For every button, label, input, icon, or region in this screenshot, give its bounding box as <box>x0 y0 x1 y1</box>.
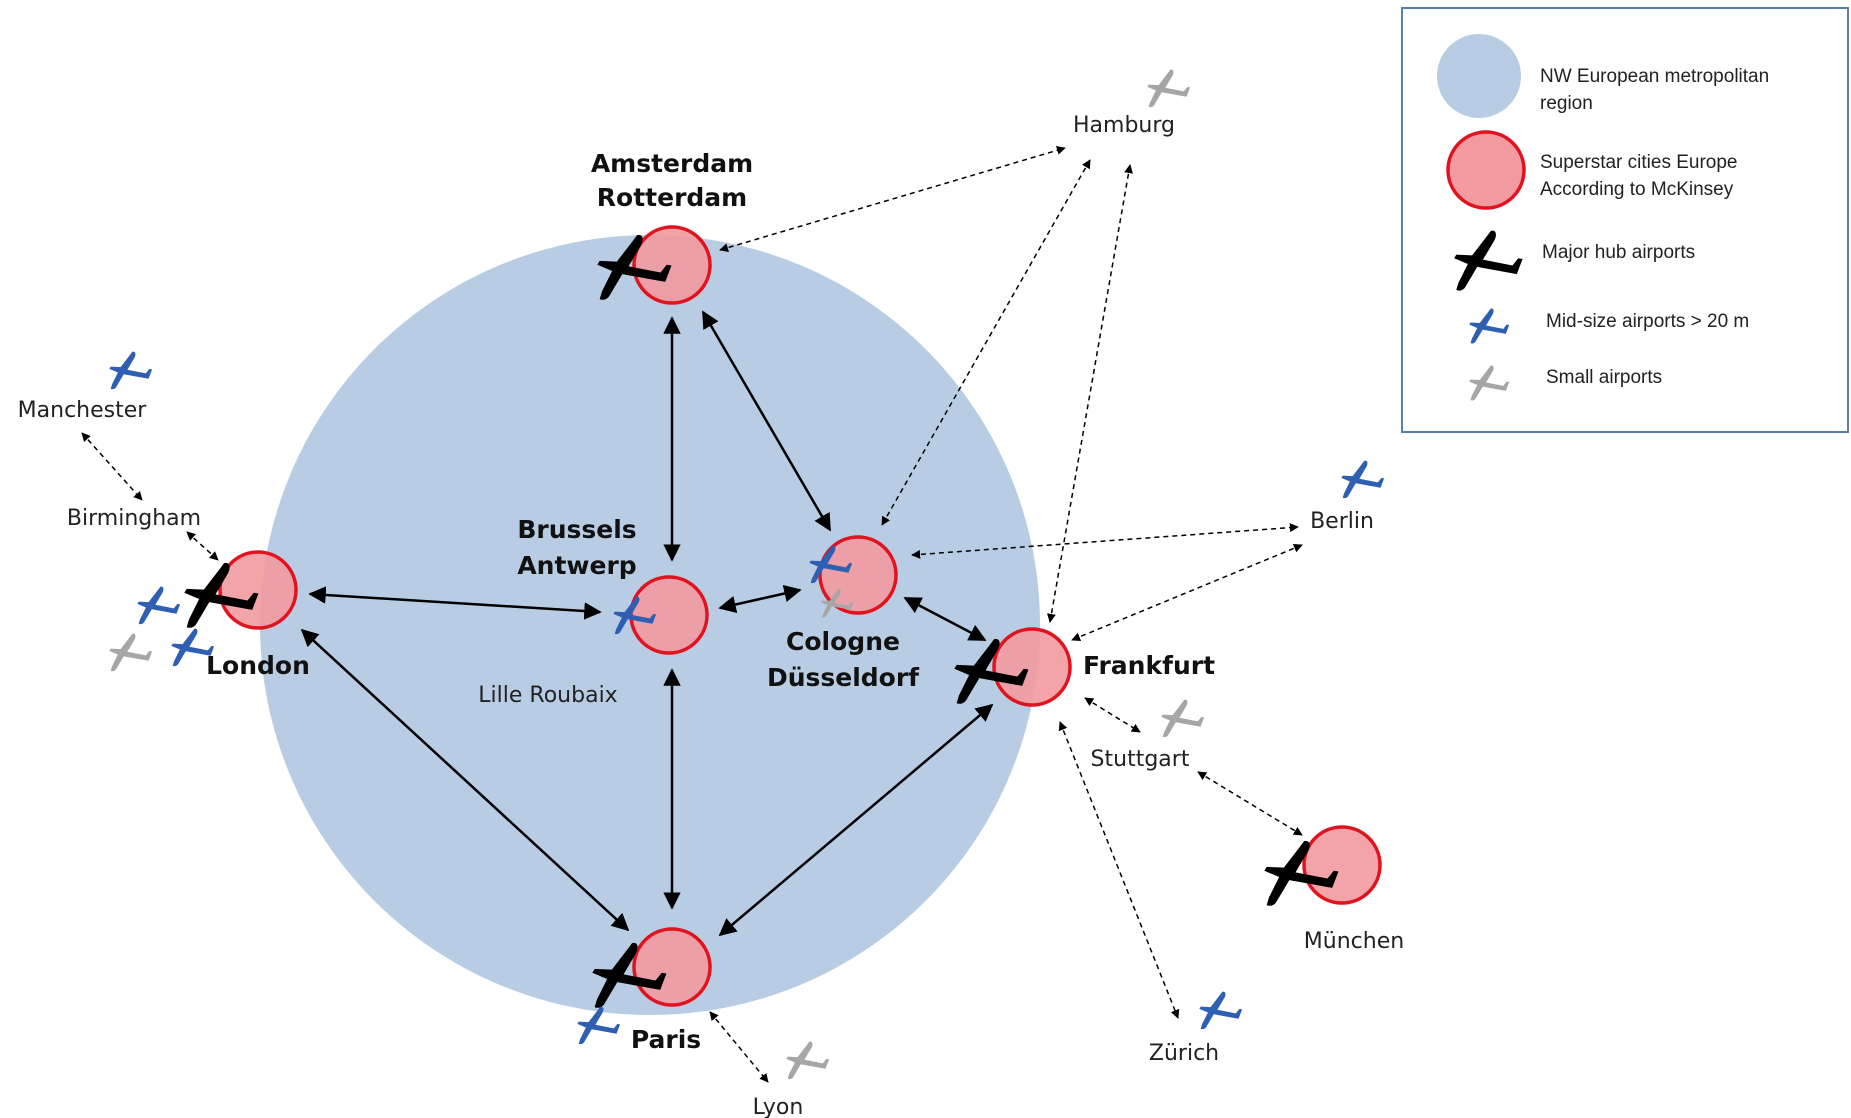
secondary-connections <box>81 145 1303 1083</box>
legend-hub: Major hub airports <box>1542 242 1695 263</box>
legend-region-line2: region <box>1540 93 1593 114</box>
label-amsterdam: Amsterdam <box>591 149 753 178</box>
connection-amsterdam-hamburg <box>719 145 1066 253</box>
legend-region-line1: NW European metropolitan <box>1540 66 1769 87</box>
connection-berlin-frankfurt <box>1071 543 1303 642</box>
label-london: London <box>206 651 310 680</box>
connection-manchester-birmingham <box>81 432 143 501</box>
label-stuttgart: Stuttgart <box>1091 747 1190 772</box>
label-rotterdam: Rotterdam <box>597 183 747 212</box>
label-lille-roubaix: Lille Roubaix <box>478 683 617 708</box>
label-lyon: Lyon <box>753 1095 804 1118</box>
airplane-icon <box>1199 991 1243 1030</box>
superstar-munchen <box>1302 825 1382 905</box>
connection-paris-lyon <box>709 1011 769 1083</box>
label-antwerp: Antwerp <box>517 551 636 580</box>
label-berlin: Berlin <box>1310 509 1374 534</box>
core-connections <box>300 310 994 937</box>
label-birmingham: Birmingham <box>67 506 201 531</box>
superstar-paris <box>632 927 712 1007</box>
airplane-icon <box>109 351 153 390</box>
connection-stuttgart-munchen <box>1197 771 1303 836</box>
connection-paris-frankfurt <box>718 703 994 937</box>
connection-cologne-berlin <box>911 523 1299 559</box>
legend-small: Small airports <box>1546 367 1662 388</box>
connection-hamburg-frankfurt <box>1046 164 1134 623</box>
legend: NW European metropolitan region Supersta… <box>1401 7 1849 433</box>
label-dusseldorf: Düsseldorf <box>767 663 920 692</box>
connection-cologne-frankfurt <box>903 596 987 642</box>
label-brussels: Brussels <box>517 515 636 544</box>
label-zurich: Zürich <box>1149 1041 1219 1066</box>
label-frankfurt: Frankfurt <box>1083 651 1215 680</box>
legend-superstar-line1: Superstar cities Europe <box>1540 152 1738 173</box>
superstar-brussels-antwerp <box>629 575 709 655</box>
superstar-amsterdam-rotterdam <box>632 225 712 305</box>
connection-birmingham-london <box>186 531 219 561</box>
airplane-icon <box>1161 699 1205 738</box>
airplane-icon <box>1341 460 1385 499</box>
label-paris: Paris <box>631 1025 701 1054</box>
legend-superstar-line2: According to McKinsey <box>1540 179 1734 200</box>
legend-region-swatch <box>1437 34 1521 118</box>
connection-frankfurt-zurich <box>1058 721 1180 1019</box>
connection-frankfurt-stuttgart <box>1084 697 1141 733</box>
airplane-icon <box>786 1041 830 1080</box>
legend-superstar-swatch <box>1446 130 1526 210</box>
airplane-icon <box>1147 69 1191 108</box>
legend-box <box>1401 7 1849 433</box>
airplane-icon <box>109 633 153 672</box>
connection-brussels-cologne <box>718 584 802 614</box>
connection-london-paris <box>300 628 630 932</box>
airplane-icon <box>137 586 181 625</box>
connection-hamburg-cologne <box>881 159 1091 526</box>
superstar-frankfurt <box>992 627 1072 707</box>
superstar-london <box>218 550 298 630</box>
legend-midsize: Mid-size airports > 20 m <box>1546 311 1749 332</box>
connection-amsterdam-cologne <box>701 310 832 532</box>
label-cologne: Cologne <box>786 627 900 656</box>
label-munchen: München <box>1304 929 1404 954</box>
connection-london-brussels <box>308 586 602 620</box>
label-manchester: Manchester <box>18 398 148 423</box>
label-hamburg: Hamburg <box>1073 113 1175 138</box>
